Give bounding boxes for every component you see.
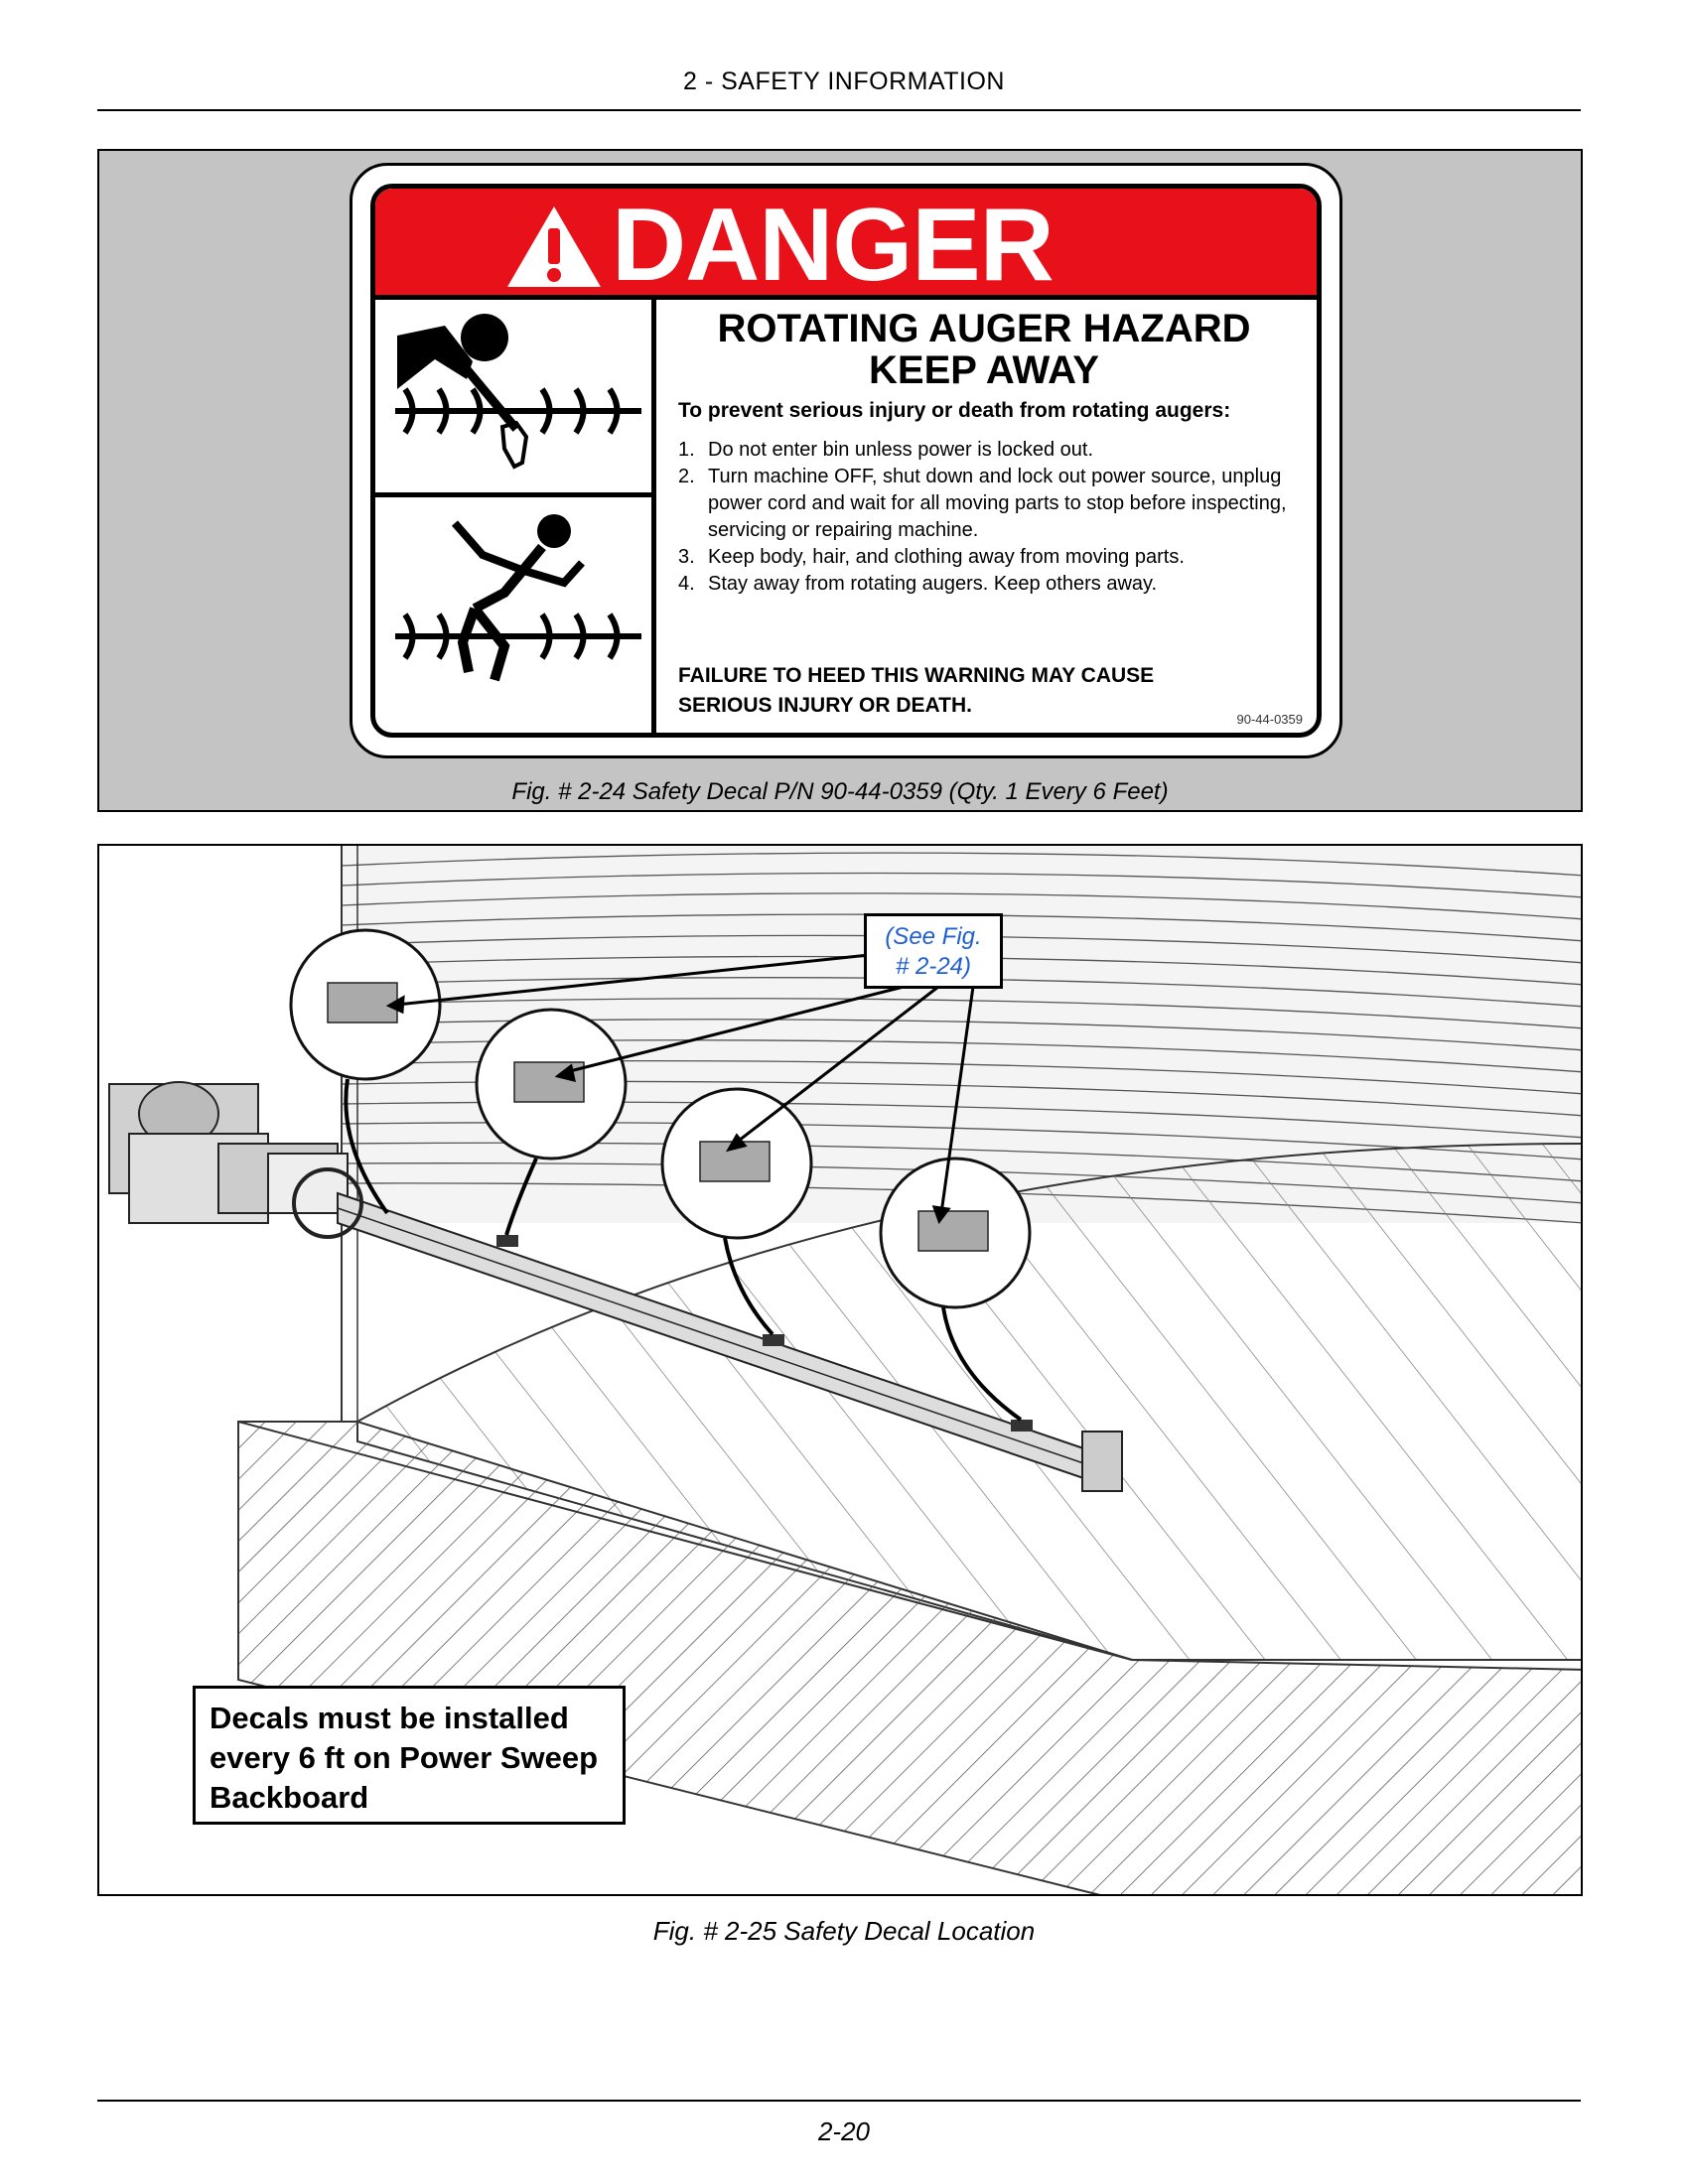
failure-warning: FAILURE TO HEED THIS WARNING MAY CAUSE S… <box>678 661 1314 721</box>
danger-decal: DANGER <box>350 163 1342 758</box>
pictogram-divider <box>375 492 656 497</box>
step-text: Do not enter bin unless power is locked … <box>708 439 1093 461</box>
detail-leader-lines <box>344 1078 1023 1422</box>
safety-steps-list: 1. Do not enter bin unless power is locke… <box>678 437 1317 598</box>
safety-step: 4. Stay away from rotating augers. Keep o… <box>678 571 1317 598</box>
see-figure-callout: (See Fig. # 2-24) <box>864 913 1003 989</box>
hand-entanglement-icon <box>395 314 641 470</box>
footer-rule <box>97 2100 1581 2102</box>
callout-line1: (See Fig. <box>885 923 982 950</box>
power-sweep-auger <box>292 1167 1123 1492</box>
step-text: Turn machine OFF, shut down and lock out… <box>708 466 1287 541</box>
decal-markers <box>496 1235 1033 1432</box>
hazard-title-line1: ROTATING AUGER HAZARD <box>717 307 1251 350</box>
figure-2-25-panel: (See Fig. # 2-24) Decals must be install… <box>97 844 1583 1896</box>
drive-motor <box>108 1081 349 1224</box>
step-text: Keep body, hair, and clothing away from … <box>708 546 1185 568</box>
callout-arrows <box>385 953 975 1225</box>
figure-2-25-caption: Fig. # 2-25 Safety Decal Location <box>652 1916 1036 1946</box>
person-falling-icon <box>395 514 641 682</box>
page-number: 2-20 <box>817 2116 871 2146</box>
hazard-title-line2: KEEP AWAY <box>869 348 1099 392</box>
failure-line2: SERIOUS INJURY OR DEATH. <box>678 694 972 717</box>
step-number: 2. <box>678 466 695 487</box>
safety-step: 2. Turn machine OFF, shut down and lock o… <box>678 464 1317 544</box>
decal-part-number: 90-44-0359 <box>1236 712 1304 727</box>
warning-triangle-icon <box>507 206 601 287</box>
step-number: 4. <box>678 573 695 595</box>
decal-border: DANGER <box>370 184 1322 738</box>
danger-header-band: DANGER <box>375 188 1317 303</box>
header-rule <box>97 109 1581 111</box>
installation-note: Decals must be installed every 6 ft on P… <box>193 1686 626 1825</box>
safety-step: 3. Keep body, hair, and clothing away fro… <box>678 544 1317 571</box>
figure-2-24-caption: Fig. # 2-24 Safety Decal P/N 90-44-0359 … <box>511 778 1169 805</box>
figure-2-24-panel: DANGER <box>97 149 1583 812</box>
bin-sweep-illustration <box>108 846 1581 1894</box>
safety-step: 1. Do not enter bin unless power is locke… <box>678 437 1317 464</box>
step-text: Stay away from rotating augers. Keep oth… <box>708 573 1158 595</box>
pictogram-column <box>375 300 656 733</box>
signal-word: DANGER <box>612 188 1055 303</box>
section-header: 2 - SAFETY INFORMATION <box>683 68 1005 95</box>
callout-line2: # 2-24) <box>895 953 972 980</box>
failure-line1: FAILURE TO HEED THIS WARNING MAY CAUSE <box>678 664 1155 687</box>
prevent-instruction: To prevent serious injury or death from … <box>678 399 1231 422</box>
step-number: 1. <box>678 439 695 461</box>
step-number: 3. <box>678 546 695 568</box>
hazard-title: ROTATING AUGER HAZARD KEEP AWAY <box>661 308 1307 391</box>
